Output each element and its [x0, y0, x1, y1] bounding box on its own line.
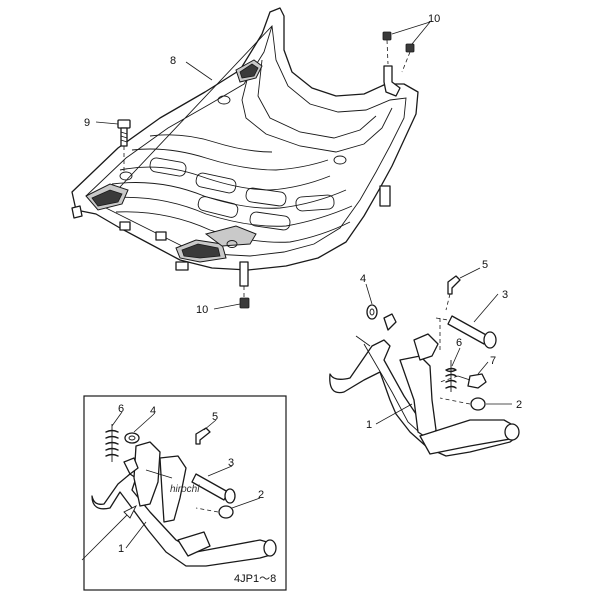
- inset-collar: [218, 505, 234, 519]
- callout-stand-collar: 2: [516, 399, 522, 411]
- watermark-text: hirochi: [170, 484, 200, 495]
- callout-stand-main: 1: [366, 419, 372, 431]
- inset-washer: [124, 432, 140, 444]
- inset-panel: [81, 395, 287, 591]
- inset-stand: [91, 441, 277, 567]
- callout-stand-spring: 6: [456, 337, 462, 349]
- callout-stand-washer: 4: [360, 273, 366, 285]
- callout-main-cover: 8: [170, 55, 176, 67]
- floor-cover: [71, 7, 419, 287]
- stand-assembly: [329, 275, 520, 457]
- callout-cover-bolt: 9: [84, 117, 90, 129]
- callout-stand-pin: 5: [482, 259, 488, 271]
- inset-callout-shaft: 3: [228, 457, 234, 469]
- callout-stand-bolt: 7: [490, 355, 496, 367]
- callout-labels: 8 9 10 10 4 5 3 6 7 2 1 6 4 5 3 2 1 4JP1…: [84, 13, 522, 585]
- nut-clip-bottom: [239, 286, 250, 309]
- stand-spring: [445, 360, 457, 392]
- inset-spring: [105, 424, 119, 462]
- inset-callout-spring: 6: [118, 403, 124, 415]
- inset-callout-washer: 4: [150, 405, 156, 417]
- cover-hardware: [117, 31, 415, 309]
- stand-bolt: [439, 373, 487, 389]
- inset-arrow: [81, 504, 138, 561]
- inset-callout-pin: 5: [212, 411, 218, 423]
- stand-washer: [366, 304, 378, 320]
- leader-lines: [95, 21, 512, 549]
- inset-callout-stand: 1: [118, 543, 124, 555]
- stand-pin: [447, 275, 461, 295]
- stand-collar: [439, 397, 486, 411]
- cover-bolt: [117, 119, 131, 172]
- inset-caption: 4JP1～8: [234, 573, 276, 585]
- callout-nut-clip-bottom: 10: [196, 304, 208, 316]
- inset-callout-collar: 2: [258, 489, 264, 501]
- stand-shaft: [435, 315, 497, 350]
- inset-shaft: [191, 473, 236, 504]
- callout-nut-clips-top: 10: [428, 13, 440, 25]
- callout-stand-shaft: 3: [502, 289, 508, 301]
- nut-clips-top: [382, 31, 415, 73]
